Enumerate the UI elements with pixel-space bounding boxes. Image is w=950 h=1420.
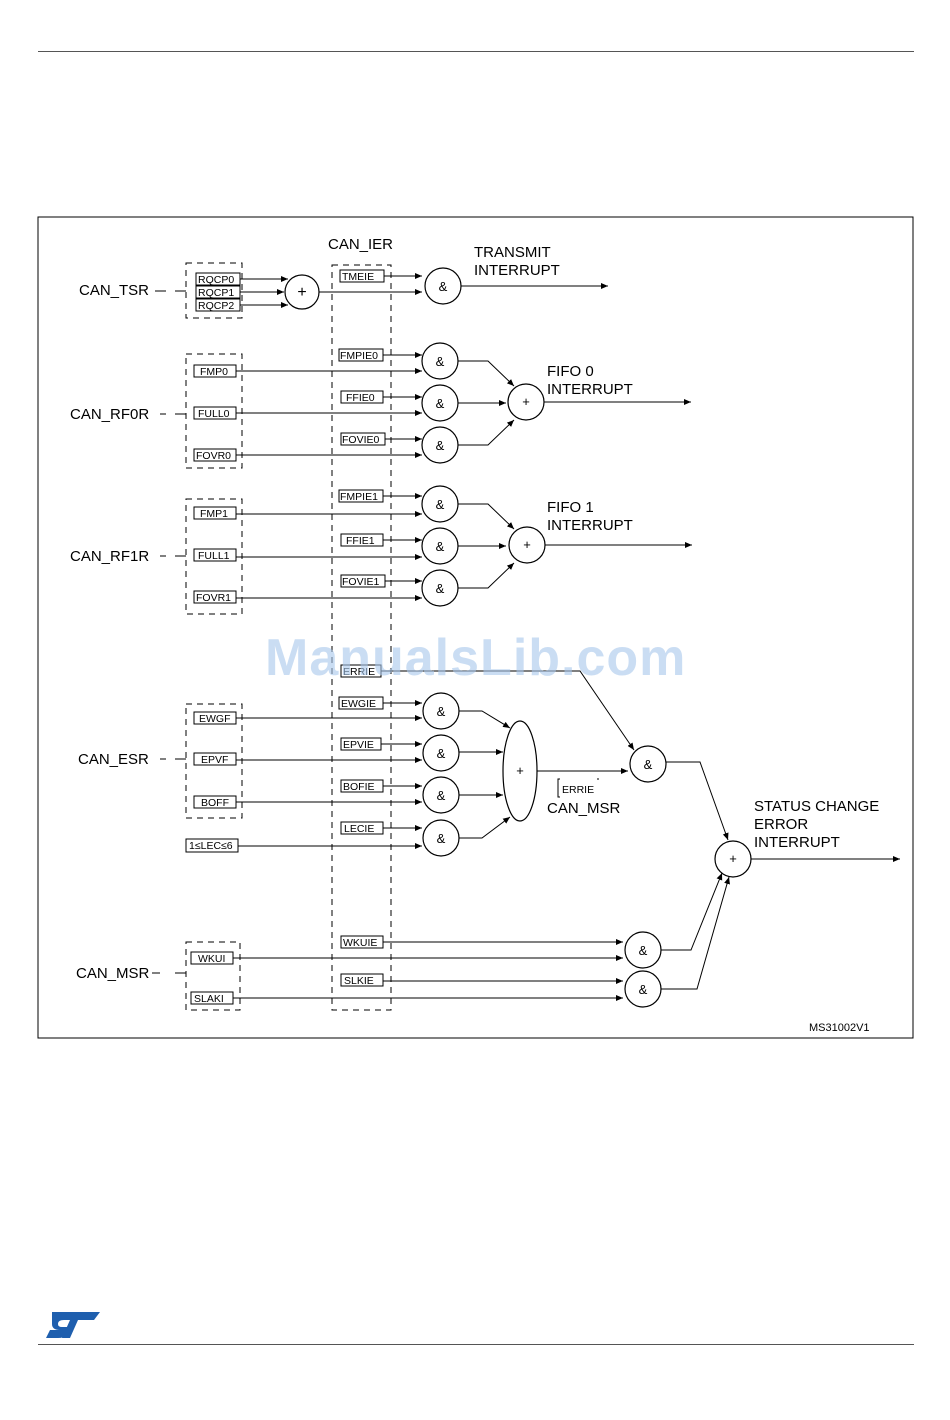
and-symbol-bof: & [437, 788, 446, 803]
flag-epvf: EPVF [201, 754, 228, 766]
enable-ffie0: FFIE0 [346, 392, 375, 404]
or-symbol-error: + [516, 763, 524, 778]
enable-ffie1: FFIE1 [346, 535, 375, 547]
enable-tmeie: TMEIE [342, 271, 374, 283]
enable-fmpie0: FMPIE0 [340, 350, 378, 362]
and-symbol-ewg: & [437, 704, 446, 719]
and-gate-epv [422, 734, 460, 772]
and-symbol-lec: & [437, 831, 446, 846]
rf1r-label: CAN_RF1R [70, 548, 149, 565]
fifo0-label-2: INTERRUPT [547, 381, 633, 398]
ier-label: CAN_IER [328, 236, 393, 253]
msr-dashed-group [185, 941, 241, 1011]
or-symbol-transmit: + [297, 284, 306, 301]
watermark: ManualsLib.com [265, 629, 687, 687]
flag-rqcp1: RQCP1 [198, 287, 234, 299]
enable-fovie1: FOVIE1 [342, 576, 380, 588]
flag-rqcp0: RQCP0 [198, 274, 234, 286]
top-rule [38, 51, 914, 52]
flag-fmp0: FMP0 [200, 366, 228, 378]
and-symbol-fovr1: & [436, 581, 445, 596]
and-symbol-wkui: & [639, 943, 648, 958]
enable-fmpie1: FMPIE1 [340, 491, 378, 503]
status-label-3: INTERRUPT [754, 834, 840, 851]
figure-id: MS31002V1 [809, 1022, 870, 1034]
enable-fovie0: FOVIE0 [342, 434, 380, 446]
and-symbol-fmp0: & [436, 354, 445, 369]
enable-epvie: EPVIE [343, 739, 374, 751]
and-symbol-errie: & [644, 757, 653, 772]
transmit-label-1: TRANSMIT [474, 244, 551, 261]
st-logo-icon [46, 1312, 100, 1338]
and-symbol-fmp1: & [436, 497, 445, 512]
enable-errie: ERRIE [343, 666, 375, 678]
enable-lecie: LECIE [344, 823, 374, 835]
fifo1-label-2: INTERRUPT [547, 517, 633, 534]
and-symbol-fovr0: & [436, 438, 445, 453]
enable-wkuie: WKUIE [343, 937, 377, 949]
flag-rqcp2: RQCP2 [198, 300, 234, 312]
transmit-label-2: INTERRUPT [474, 262, 560, 279]
flag-fovr1: FOVR1 [196, 592, 231, 604]
flag-ewgf: EWGF [199, 713, 231, 725]
or-symbol-fifo1: + [523, 537, 531, 552]
and-symbol-epv: & [437, 746, 446, 761]
msr-errie-label: CAN_MSR [547, 800, 621, 817]
tsr-label: CAN_TSR [79, 282, 149, 299]
and-symbol-full1: & [436, 539, 445, 554]
flag-lec: 1≤LEC≤6 [189, 840, 233, 852]
or-symbol-status: + [729, 851, 737, 866]
esr-dashed-group [185, 703, 243, 819]
enable-slkie: SLKIE [344, 975, 374, 987]
or-symbol-fifo0: + [522, 394, 530, 409]
flag-full1: FULL1 [198, 550, 230, 562]
and-gate-errie [629, 745, 667, 783]
fifo0-label-1: FIFO 0 [547, 363, 594, 380]
flag-wkui: WKUI [198, 953, 225, 965]
enable-errie-msr: ERRIE [562, 784, 594, 796]
status-label-1: STATUS CHANGE [754, 798, 879, 815]
rf0r-label: CAN_RF0R [70, 406, 149, 423]
flag-boff: BOFF [201, 797, 229, 809]
and-symbol-slaki: & [639, 982, 648, 997]
esr-label: CAN_ESR [78, 751, 149, 768]
status-label-2: ERROR [754, 816, 808, 833]
enable-bofie: BOFIE [343, 781, 375, 793]
and-symbol-transmit: & [439, 279, 448, 294]
fifo1-label-1: FIFO 1 [547, 499, 594, 516]
flag-fovr0: FOVR0 [196, 450, 231, 462]
flag-slaki: SLAKI [194, 993, 224, 1005]
tsr-dashed-group [185, 262, 243, 319]
flag-full0: FULL0 [198, 408, 230, 420]
msr-label: CAN_MSR [76, 965, 150, 982]
enable-ewgie: EWGIE [341, 698, 376, 710]
flag-fmp1: FMP1 [200, 508, 228, 520]
figure-frame [37, 216, 914, 1039]
ier-dashed-group [331, 264, 392, 1011]
rf0r-dashed-group [185, 353, 243, 469]
bottom-rule [38, 1344, 914, 1345]
and-symbol-full0: & [436, 396, 445, 411]
